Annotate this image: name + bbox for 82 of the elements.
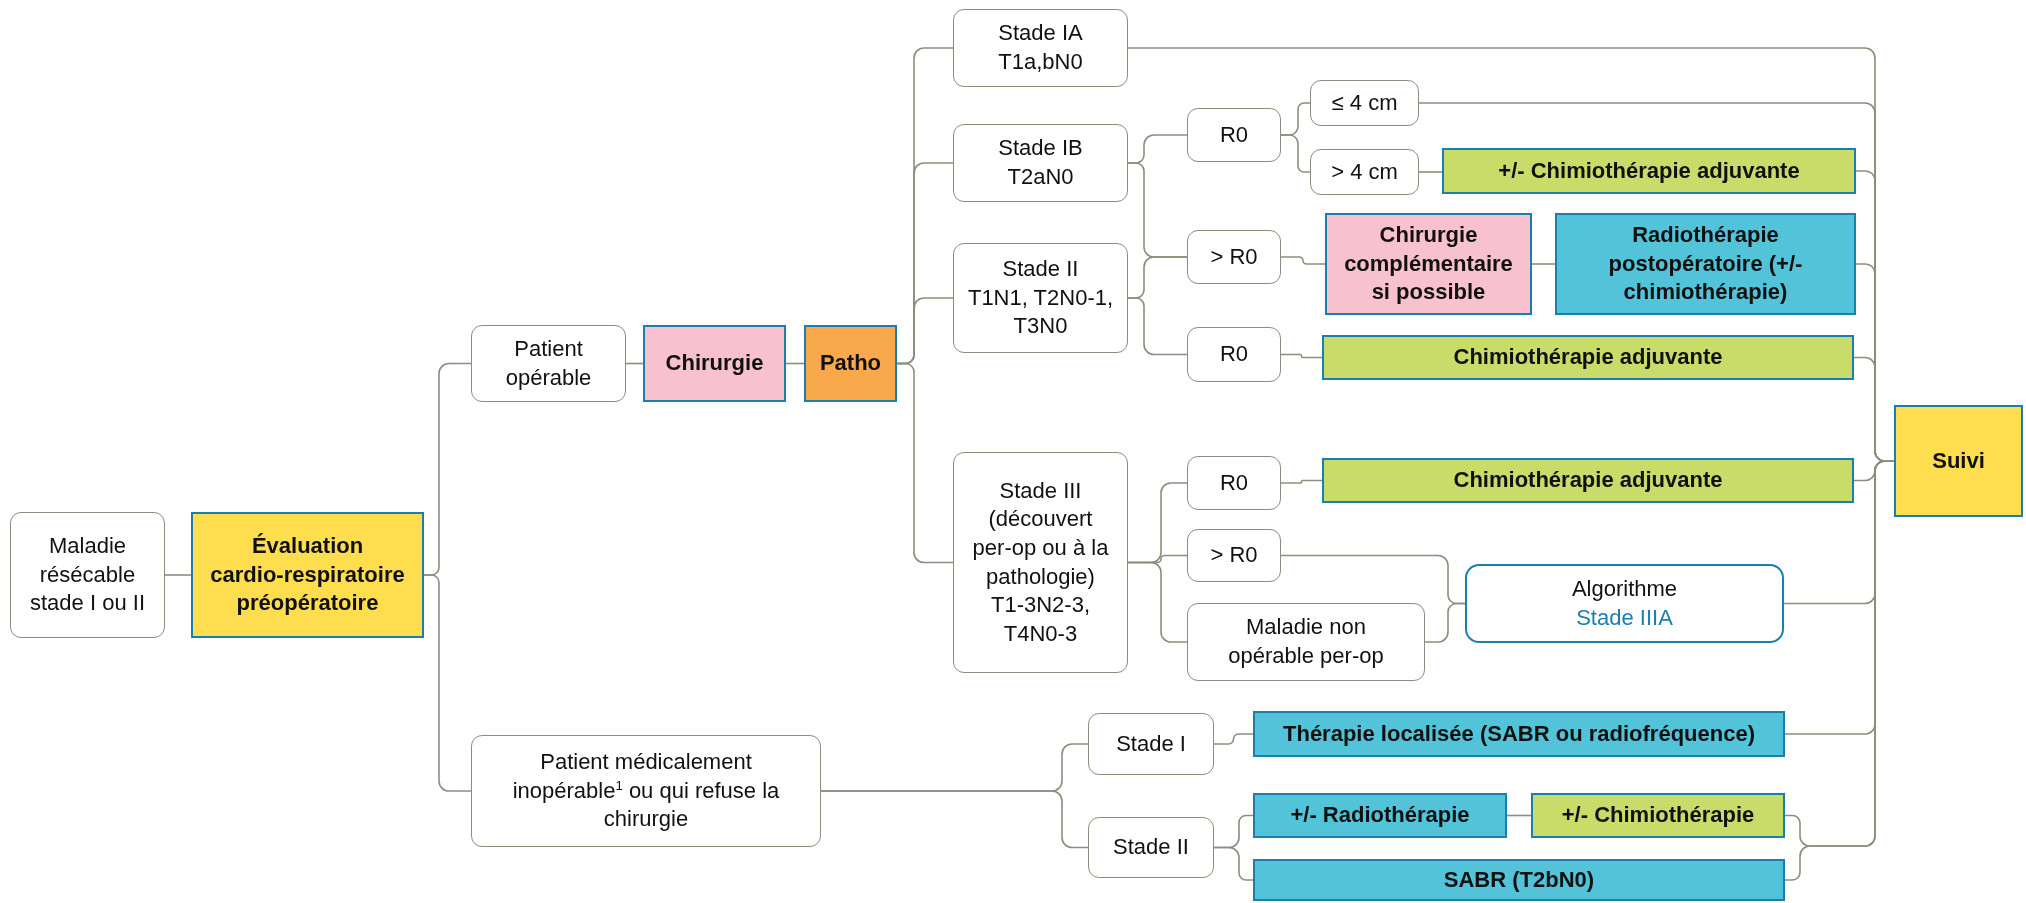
pathology-box [804,325,897,402]
step-box [953,243,1128,353]
node-text: T1N1, T2N0-1, T3N0 [966,283,1115,341]
treatment-box [1531,793,1785,838]
node-text: Patient médicalement inopérable$^{1}$ ou qui refuse la chirurgie [511,748,781,834]
node-text: SABR (T2bN0) [1443,865,1595,894]
treatment-box [1253,859,1785,901]
node-text: T1a,bN0 [998,48,1083,76]
node-text: ≤ 4 cm [1331,88,1398,117]
connector-line [1280,353,1323,359]
node-text: +/- Radiothérapie [1290,801,1470,830]
step-box [1310,80,1419,126]
node-text: Maladie non opérable per-op [1227,613,1385,670]
node-text: Chimiothérapie adjuvante [1453,343,1723,372]
step-box [1310,149,1419,195]
step-box [1088,817,1214,878]
connector-line [820,790,1089,849]
link-text: Stade IIIA [1576,603,1673,632]
node-text: T2aN0 [1007,163,1074,191]
highlight-box [1894,405,2023,517]
step-box [1187,456,1281,510]
connector-line [164,574,192,576]
connector-line [1506,814,1532,817]
step-box [953,452,1128,673]
node-text: Patho [819,349,882,378]
connector-line [1127,561,1188,643]
algorithm-box [1465,564,1784,643]
node-text: R0 [1219,340,1249,369]
connector-line [896,362,954,564]
step-box [1187,230,1281,284]
node-text: Chimiothérapie adjuvante [1453,466,1723,495]
connector-line [1127,297,1188,356]
treatment-box [1555,213,1856,315]
connector-line [1418,171,1443,173]
step-box [1088,713,1214,775]
step-box [1187,529,1281,582]
node-text: Chirurgie [665,349,764,378]
node-text: Stade I [1116,729,1186,758]
connector-line [1280,479,1323,484]
treatment-box [1253,711,1785,757]
treatment-box [1322,335,1854,380]
treatment-box [1253,793,1507,838]
node-text: Stade II [1002,255,1079,284]
node-text: Stade IB [998,134,1083,163]
connector-line [1531,263,1556,265]
treatment-box [1442,148,1856,194]
step-box [1187,327,1281,382]
node-text: (découvert per-op ou à la pathologie) T1-3N2-3, T4N0-3 [971,505,1110,648]
step-box [1187,108,1281,162]
surgery-box [643,325,786,402]
step-box [953,9,1128,87]
treatment-box [1322,458,1854,503]
node-text: Algorithme [1571,574,1678,603]
connector-line [1280,256,1326,265]
node-text: > R0 [1210,541,1258,570]
node-text: +/- Chimiothérapie [1561,801,1755,830]
node-text: Radiothérapie postopératoire (+/- chimiothérapie) [1607,221,1804,307]
connector-line [423,574,472,792]
node-text: > R0 [1210,242,1258,271]
connector-line [1213,733,1254,745]
connector-line [1280,134,1311,173]
node-text: > 4 cm [1331,157,1398,186]
step-box [1187,603,1425,681]
connector-line [1213,846,1254,881]
node-text: Chirurgie complémentaire si possible [1343,221,1514,307]
step-box [10,512,165,638]
node-text: +/- Chimiothérapie adjuvante [1498,156,1800,185]
node-text: R0 [1219,468,1249,497]
highlight-box [191,512,424,638]
node-text: Stade III [999,476,1082,505]
node-text: Stade II [1113,833,1189,862]
node-text: R0 [1219,120,1249,149]
step-box [471,325,626,402]
node-text: Évaluation cardio-respiratoire préopératoire [209,532,406,618]
node-text: Stade IA [998,19,1083,48]
node-text: Maladie résécable stade I ou II [28,532,146,618]
node-text: Suivi [1932,446,1985,475]
surgery-box [1325,213,1532,315]
step-box [953,124,1128,202]
node-text: Patient opérable [504,334,593,392]
step-box [471,735,821,847]
node-text: Thérapie localisée (SABR ou radiofréquence) [1283,719,1755,748]
